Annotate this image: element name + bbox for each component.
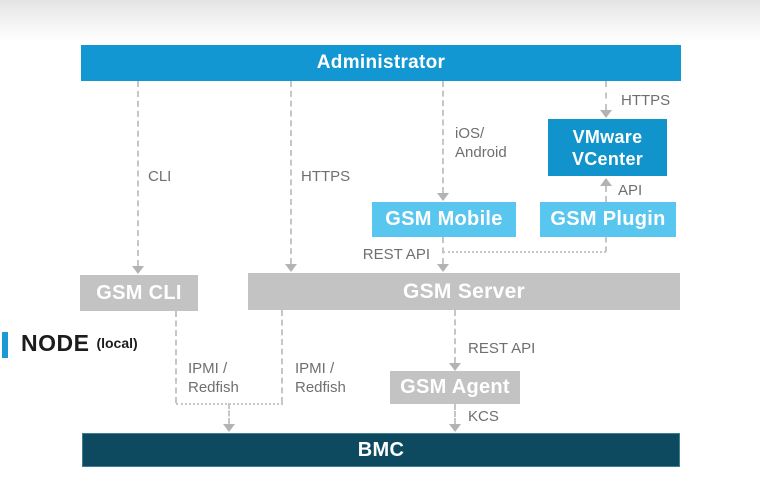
bmc-label: BMC [357,438,405,461]
kcs-arrowhead-down-icon [449,424,461,432]
ipmi-bmc-arrowhead-down-icon [223,424,235,432]
ios-android-connector-line [442,81,444,193]
gsm-server-label: GSM Server [402,279,526,303]
cli-connector-line [137,81,139,266]
rest-api-agent-connector-line [454,310,456,363]
gsm-plugin-label: GSM Plugin [550,208,666,230]
node-section-text: NODE [21,330,90,356]
https-server-label: HTTPS [301,168,351,185]
gsm-cli-box: GSM CLI [80,275,198,311]
https-vcenter-connector-line [605,81,607,110]
gsm-cli-label: GSM CLI [96,281,182,304]
administrator-box: Administrator [81,45,681,81]
ipmi-right-label-line1: IPMI / [295,360,335,377]
rest-api-plugin-connector-line [605,237,607,252]
ipmi-left-label-line1: IPMI / [188,360,228,377]
gsm-plugin-box: GSM Plugin [540,202,676,237]
ios-android-label-line2: Android [455,144,507,161]
https-vcenter-label: HTTPS [621,92,671,109]
bmc-box: BMC [82,433,680,467]
vmware-vcenter-label-line2: VCenter [571,148,644,169]
node-accent-bar [2,332,8,358]
cli-arrowhead-down-icon [132,266,144,274]
api-label: API [618,182,643,199]
gsm-agent-label: GSM Agent [400,376,510,398]
vmware-vcenter-box: VMware VCenter [548,119,667,176]
ipmi-left-connector-line [175,311,177,403]
rest-api-horizontal-connector-line [443,251,606,253]
rest-api-agent-label: REST API [468,340,536,357]
vmware-vcenter-label-line1: VMware [572,126,643,147]
ipmi-left-label-line2: Redfish [188,379,239,396]
ipmi-right-label-line2: Redfish [295,379,346,396]
rest-api-agent-arrowhead-down-icon [449,363,461,371]
ipmi-right-connector-line [281,310,283,403]
api-connector-line [605,186,607,202]
rest-api-mobile-connector-line [442,237,444,264]
ipmi-left-label: IPMI / Redfish [188,359,239,397]
https-vcenter-arrowhead-down-icon [600,110,612,118]
rest-api-arrowhead-down-icon [437,264,449,272]
ipmi-bmc-connector-line [228,403,230,424]
ios-android-label: iOS/ Android [455,124,507,162]
rest-api-server-label: REST API [362,246,430,263]
gsm-agent-box: GSM Agent [390,371,520,404]
node-section-label: NODE (local) [21,330,138,357]
kcs-connector-line [454,404,456,424]
cli-label: CLI [148,168,172,185]
https-server-connector-line [290,81,292,264]
https-server-arrowhead-down-icon [285,264,297,272]
node-local-qualifier: (local) [96,335,138,351]
ipmi-right-label: IPMI / Redfish [295,359,346,397]
administrator-label: Administrator [316,52,446,73]
api-arrowhead-up-icon [600,178,612,186]
ios-android-arrowhead-down-icon [437,193,449,201]
kcs-label: KCS [468,408,499,425]
gsm-server-box: GSM Server [248,273,680,310]
node-section-band [0,0,760,42]
gsm-mobile-box: GSM Mobile [372,202,516,237]
gsm-mobile-label: GSM Mobile [385,208,503,230]
ios-android-label-line1: iOS/ [455,125,485,142]
